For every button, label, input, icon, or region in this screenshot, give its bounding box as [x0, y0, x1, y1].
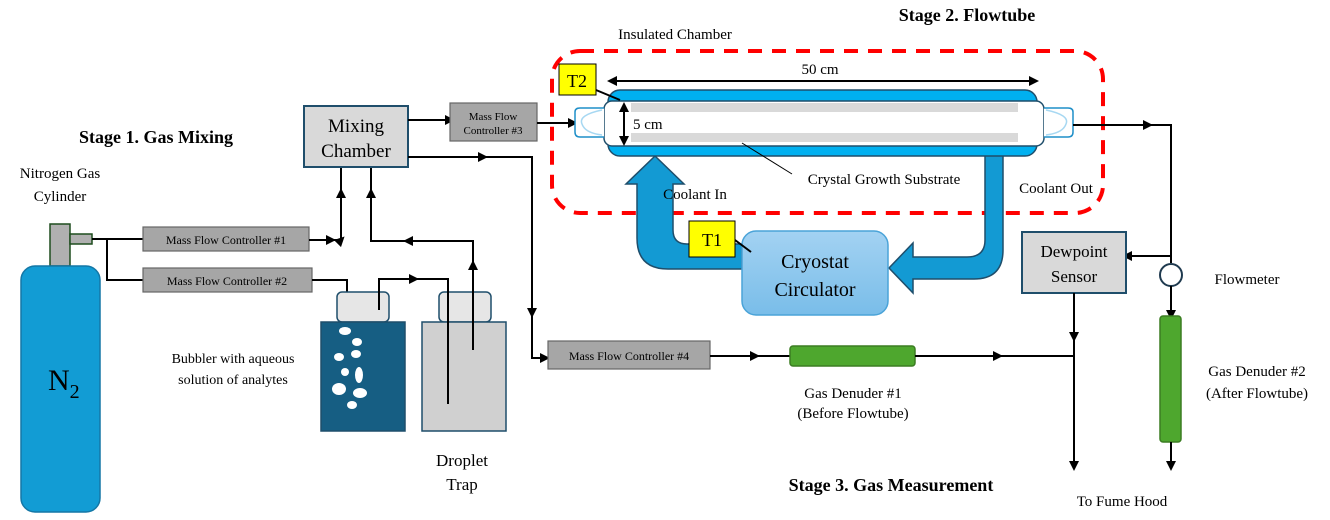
mfc3-label-line2: Controller #3: [464, 125, 523, 137]
cryostat-circulator: [741, 230, 889, 316]
denuder1-line2: (Before Flowtube): [797, 406, 908, 422]
mass-flow-controller-4: [547, 340, 711, 370]
cylinder-symbol: N2: [48, 364, 80, 403]
substrate-leader-line: [741, 142, 793, 175]
mfc1-to-mixer-line: [309, 168, 345, 248]
nitrogen-cylinder: N2: [20, 223, 101, 513]
outlet-port: [1044, 107, 1074, 138]
insulated-chamber-label: Insulated Chamber: [618, 27, 732, 43]
fume-hood-label: To Fume Hood: [1077, 494, 1168, 510]
trap-body: [421, 321, 507, 432]
mixing-chamber-line1: Mixing: [328, 116, 384, 137]
dewpoint-line2: Sensor: [1051, 267, 1098, 286]
cylinder-regulator: [69, 233, 93, 245]
cylinder-valve: [49, 223, 71, 267]
bubbler: [320, 274, 449, 432]
cryostat-line1: Cryostat: [781, 251, 849, 273]
length-label: 50 cm: [801, 62, 838, 78]
gas-denuder-2: [1159, 315, 1182, 443]
t1-sensor-badge: [688, 220, 736, 258]
cylinder-body: [20, 265, 101, 513]
denuder2-line1: Gas Denuder #2: [1208, 364, 1305, 380]
t2-sensor-badge: [558, 63, 597, 96]
flowmeter-label: Flowmeter: [1215, 272, 1280, 288]
cylinder-label-line2: Cylinder: [34, 189, 87, 205]
bubbler-body: [320, 321, 406, 432]
t1-label: T1: [702, 230, 722, 250]
coolant-in-label: Coolant In: [663, 187, 727, 203]
coolant-loop: [624, 153, 1004, 295]
bubbler-label-line2: solution of analytes: [178, 373, 288, 388]
mfc2-label: Mass Flow Controller #2: [167, 274, 287, 288]
substrate-label: Crystal Growth Substrate: [808, 172, 961, 188]
mixing-chamber: [303, 105, 409, 168]
cryostat-line2: Circulator: [774, 279, 855, 301]
cylinder-label-line1: Nitrogen Gas: [20, 166, 101, 182]
droplet-trap-label-line2: Trap: [446, 475, 478, 494]
stage1-title: Stage 1. Gas Mixing: [79, 127, 233, 147]
substrate-top: [631, 103, 1018, 112]
droplet-trap-label-line1: Droplet: [436, 451, 488, 470]
denuder1-line1: Gas Denuder #1: [804, 386, 901, 402]
t2-label: T2: [567, 71, 587, 91]
dewpoint-line1: Dewpoint: [1040, 242, 1107, 261]
bubbles: [332, 327, 367, 409]
flowmeter-icon: [1159, 263, 1183, 287]
bubbler-label-line1: Bubbler with aqueous: [172, 352, 295, 367]
gas-lines: [92, 238, 143, 281]
bubbler-cap: [336, 291, 390, 323]
mixing-chamber-line2: Chamber: [321, 141, 391, 162]
dewpoint-sensor: [1021, 231, 1127, 294]
insulated-chamber-boundary: [550, 49, 1105, 215]
mfc3-label-line1: Mass Flow: [469, 111, 518, 123]
stage3-title: Stage 3. Gas Measurement: [789, 475, 994, 495]
mfc1-label: Mass Flow Controller #1: [166, 233, 286, 247]
coolant-out-pipe: [887, 153, 1004, 295]
coolant-in-pipe: [624, 154, 743, 270]
mfc4-label: Mass Flow Controller #4: [569, 349, 689, 363]
t2-leader-line: [595, 89, 621, 101]
flowtube-outlet-line: [1073, 124, 1172, 263]
t1-leader-line: [734, 239, 752, 253]
trap-cap: [438, 291, 492, 323]
coolant-out-label: Coolant Out: [1019, 181, 1094, 197]
stage2-title: Stage 2. Flowtube: [899, 5, 1036, 25]
inlet-port: [574, 107, 604, 138]
droplet-trap: [421, 258, 507, 432]
diameter-label: 5 cm: [633, 117, 663, 133]
denuder2-line2: (After Flowtube): [1206, 386, 1308, 402]
gas-denuder-1: [789, 345, 916, 367]
flowtube: [574, 89, 1074, 157]
mass-flow-controller-1: [142, 226, 310, 252]
substrate-bottom: [631, 133, 1018, 142]
